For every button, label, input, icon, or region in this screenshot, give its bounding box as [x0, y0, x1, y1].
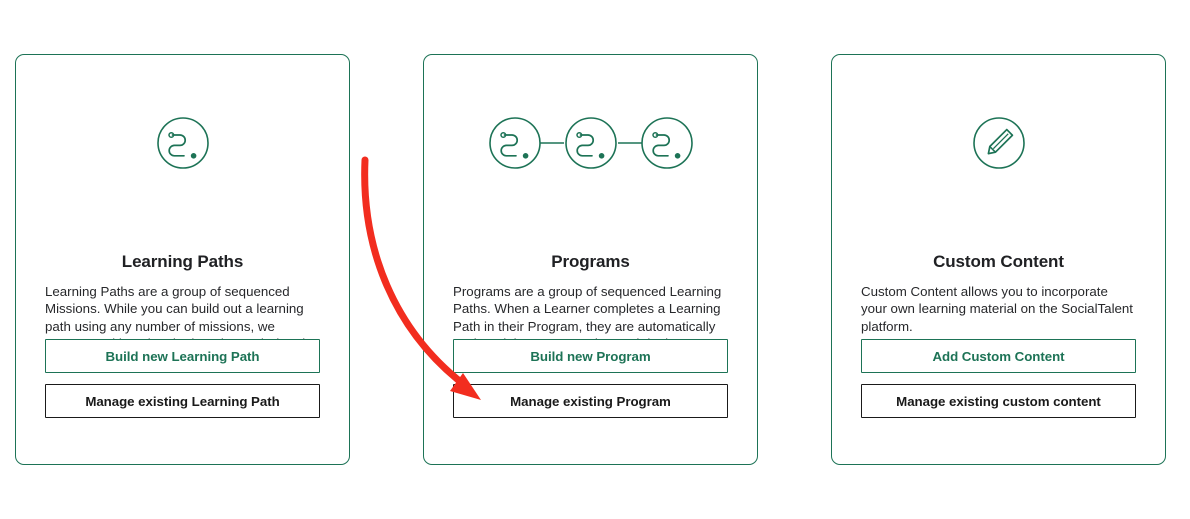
build-new-learning-path-button[interactable]: Build new Learning Path: [45, 339, 320, 373]
program-chain-icon: [424, 103, 757, 183]
pencil-icon: [832, 103, 1165, 183]
learning-path-icon: [16, 103, 349, 183]
card-title: Learning Paths: [121, 252, 244, 271]
card-title: Custom Content: [933, 252, 1064, 271]
card-custom-content: Custom Content Custom Content allows you…: [831, 54, 1166, 465]
build-new-program-button[interactable]: Build new Program: [453, 339, 728, 373]
card-title: Programs: [551, 252, 630, 271]
card-learning-paths: Learning Paths Learning Paths are a grou…: [15, 54, 350, 465]
manage-existing-program-button[interactable]: Manage existing Program: [453, 384, 728, 418]
card-description: Custom Content allows you to incorporate…: [861, 284, 1134, 334]
manage-existing-learning-path-button[interactable]: Manage existing Learning Path: [45, 384, 320, 418]
manage-existing-custom-content-button[interactable]: Manage existing custom content: [861, 384, 1136, 418]
add-custom-content-button[interactable]: Add Custom Content: [861, 339, 1136, 373]
card-programs: Programs Programs are a group of sequenc…: [423, 54, 758, 465]
